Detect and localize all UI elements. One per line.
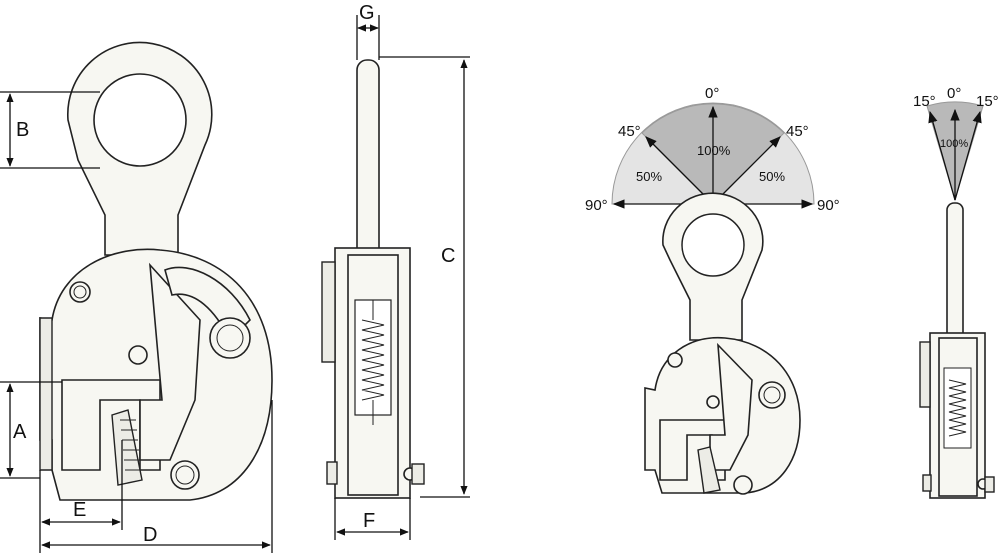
dim-label-A: A <box>13 421 27 443</box>
dim-label-C: C <box>441 245 455 267</box>
dim-label-B: B <box>16 119 29 141</box>
angle-45-right-label: 45° <box>786 123 809 140</box>
side-angle-0-label: 0° <box>947 85 961 102</box>
side-capacity-100-label: 100% <box>940 138 968 150</box>
angle-0-label: 0° <box>705 85 719 102</box>
dim-label-E: E <box>73 499 86 521</box>
dim-label-D: D <box>143 524 157 546</box>
dimension-lines-side <box>334 15 470 540</box>
angle-90-left-label: 90° <box>585 197 608 214</box>
capacity-50-right-label: 50% <box>759 169 785 184</box>
angle-90-right-label: 90° <box>817 197 840 214</box>
side-angle-15-right-label: 15° <box>976 93 999 110</box>
side-angle-15-left-label: 15° <box>913 93 936 110</box>
clamp-front-small <box>644 192 801 495</box>
load-angle-diagram-side <box>926 101 984 202</box>
clamp-side-view <box>321 59 425 499</box>
dimension-lines-front <box>0 91 273 553</box>
clamp-side-small <box>919 202 995 499</box>
clamp-front-view <box>39 41 273 501</box>
angle-45-left-label: 45° <box>618 123 641 140</box>
capacity-50-left-label: 50% <box>636 169 662 184</box>
load-angle-diagram-front <box>611 102 815 209</box>
capacity-100-label: 100% <box>697 143 731 158</box>
dim-label-F: F <box>363 510 375 532</box>
dim-label-G: G <box>359 2 375 24</box>
